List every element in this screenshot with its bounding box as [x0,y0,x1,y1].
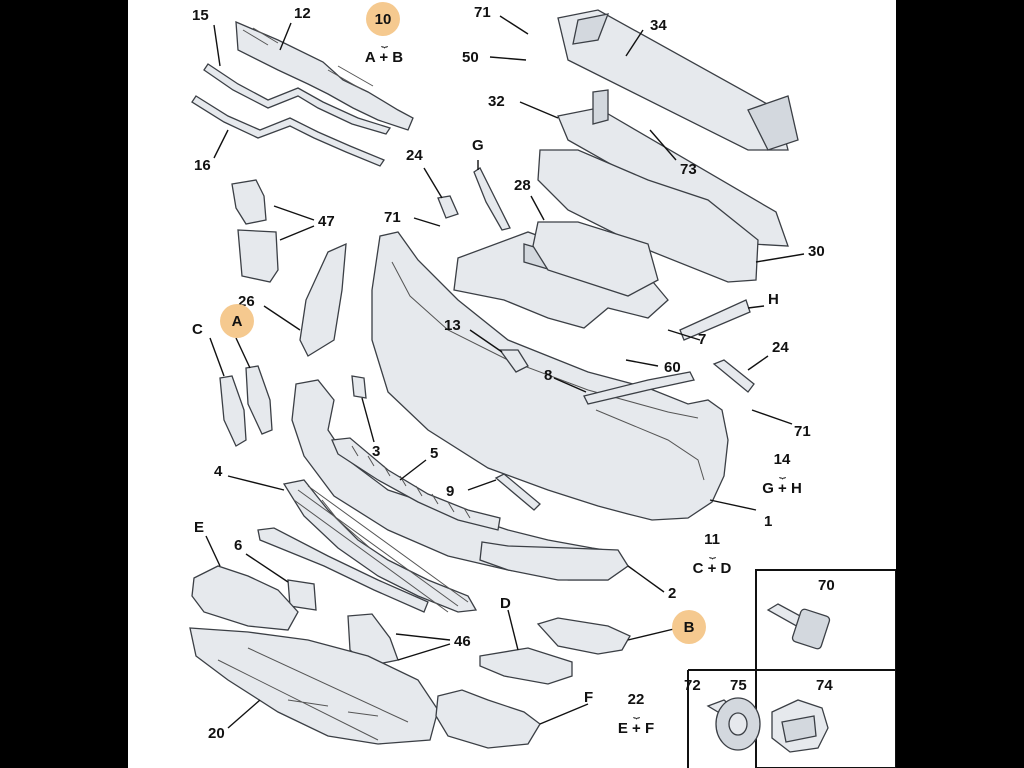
label-74: 74 [816,677,833,694]
label-D: D [500,595,511,612]
part-6-strip [257,527,429,613]
group-11-members: C + D [692,560,732,577]
group-11-brace: ⏟ [709,547,716,559]
part-E-bracket [191,565,299,631]
label-E: E [194,519,205,536]
badge-A-text: A [231,312,243,330]
part-8-strip [583,371,695,405]
label-5: 5 [430,445,439,462]
part-20-under-tray [189,627,439,745]
part-G-strip [473,167,511,231]
label-20: 20 [208,725,225,742]
label-1: 1 [764,513,773,530]
badge-10-text: 10 [374,10,392,28]
leader-lines [205,15,805,729]
label-24b: 24 [772,339,789,356]
part-74-clip [771,699,829,753]
part-72-75-screw [706,697,761,751]
part-B-chrome [536,617,631,655]
parts-drawing [189,9,896,768]
label-C: C [192,321,203,338]
label-G: G [472,137,484,154]
diagram-stage: 15 12 71 50 34 32 73 16 24 G 28 47 71 30… [128,0,896,768]
label-7: 7 [698,331,707,348]
group-10-brace: ⏟ [381,36,388,48]
label-71b: 71 [384,209,401,226]
group-14-number: 14 [773,451,791,468]
label-46: 46 [454,633,471,650]
label-70: 70 [818,577,835,594]
badge-B-text: B [683,618,695,636]
part-26-bracket [299,242,347,357]
label-4: 4 [214,463,223,480]
group-14: 14 ⏟ G + H [752,452,812,496]
part-16-strip [191,95,385,167]
label-2: 2 [668,585,677,602]
part-15-strip [203,63,392,135]
part-13-bracket [498,349,529,373]
group-14-members: G + H [762,480,802,497]
part-28-absorber [537,149,759,283]
label-6: 6 [234,537,243,554]
label-3: 3 [372,443,381,460]
part-F-bracket [435,689,541,749]
label-73: 73 [680,161,697,178]
label-72: 72 [684,677,701,694]
label-71c: 71 [794,423,811,440]
group-14-brace: ⏟ [779,467,786,479]
group-22: 22 ⏟ E + F [606,692,666,736]
label-71: 71 [474,4,491,21]
part-28-cover [532,221,659,297]
label-24: 24 [406,147,423,164]
group-22-brace: ⏟ [633,707,640,719]
label-34: 34 [650,17,667,34]
part-A-side [245,365,273,435]
group-11-number: 11 [704,531,720,548]
part-D-chrome [479,647,573,685]
part-5-grille [331,437,501,531]
label-47: 47 [318,213,335,230]
part-H-strip [679,299,751,341]
badge-10: 10 [366,2,400,36]
part-70-screw [766,603,831,650]
label-16: 16 [194,157,211,174]
label-30: 30 [808,243,825,260]
part-C-side [219,375,247,447]
part-2-chrome [479,541,629,581]
label-H: H [768,291,779,308]
label-12: 12 [294,5,311,22]
label-28: 28 [514,177,531,194]
badge-B: B [672,610,706,644]
label-F: F [584,689,594,706]
part-6-plate [287,579,317,611]
label-13: 13 [444,317,461,334]
part-9-strip [494,473,541,511]
label-32: 32 [488,93,505,110]
part-3-piece [351,375,367,399]
part-24-right-bracket [712,359,755,393]
label-50: 50 [462,49,479,66]
part-34-beam [557,9,799,151]
group-11: 11 ⏟ C + D [682,532,742,576]
part-47-bracket-a [231,179,267,225]
group-22-number: 22 [627,691,645,708]
label-60: 60 [664,359,681,376]
badge-A: A [220,304,254,338]
group-10-members: A + B [364,49,404,66]
part-47-bracket-b [237,229,279,283]
part-24-bracket [437,195,459,219]
group-22-members: E + F [617,720,655,737]
label-8: 8 [544,367,553,384]
part-32-beam [557,89,789,247]
part-mesh-grille [282,479,478,613]
label-75: 75 [730,677,747,694]
fastener-boxes [687,569,896,768]
group-10: ⏟ A + B [358,36,410,66]
label-9: 9 [446,483,455,500]
label-15: 15 [192,7,209,24]
